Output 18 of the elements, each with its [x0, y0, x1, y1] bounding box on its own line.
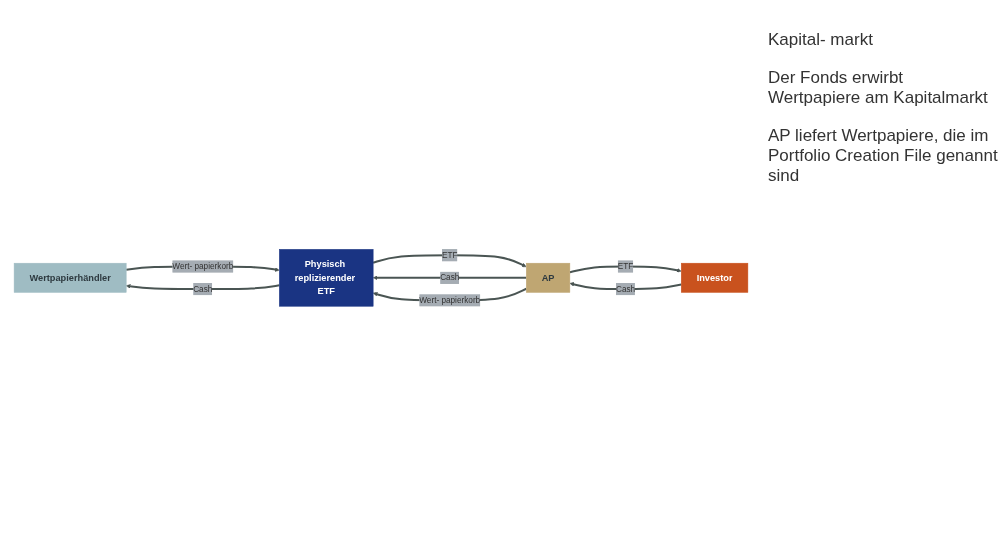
- arrow: [126, 284, 280, 291]
- node-box: Wertpapierhändler: [13, 263, 127, 293]
- node-box: AP: [526, 263, 571, 293]
- edge-label: Wert- papierkorb: [419, 295, 481, 305]
- arrow: [372, 275, 527, 281]
- edge-label: ETF: [617, 262, 634, 271]
- note-text: AP liefert Wertpapiere, die im Portfolio Creation File genannt sind: [768, 126, 998, 186]
- arrow: [569, 265, 682, 274]
- note-text: Kapital- markt: [768, 30, 874, 50]
- edge-label: ETF: [441, 250, 458, 260]
- node-box: Investor: [681, 263, 749, 293]
- edge-label: Wert- papierkorb: [172, 262, 234, 271]
- edge-label: Cash: [440, 273, 460, 283]
- node-box: Physisch replizierender ETF: [279, 249, 374, 307]
- edge-label: Cash: [193, 284, 213, 294]
- edge-label: Cash: [615, 284, 636, 294]
- note-text: Der Fonds erwirbt Wertpapiere am Kapitalmarkt: [768, 68, 989, 108]
- arrow: [372, 254, 527, 268]
